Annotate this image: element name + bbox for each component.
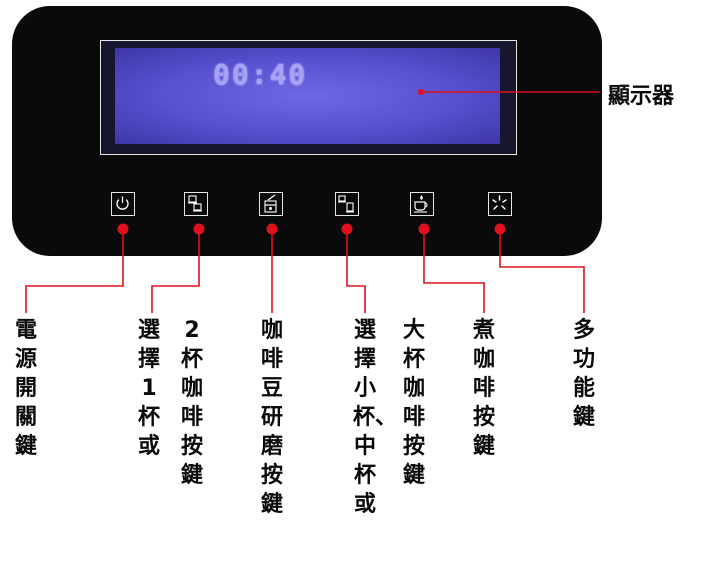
- power-button[interactable]: [111, 192, 135, 216]
- select-cups-button[interactable]: [184, 192, 208, 216]
- cup-size-label-line1: 選擇小杯、中杯或: [353, 318, 398, 517]
- cup-size-label-line2: 大杯咖啡按鍵: [402, 318, 425, 488]
- large-cup-button[interactable]: [410, 192, 434, 216]
- brew-key-label: 煮咖啡按鍵: [472, 318, 495, 459]
- grinder-icon: [264, 194, 277, 213]
- large-cup-icon: [414, 195, 428, 213]
- multifunction-icon: [492, 195, 507, 210]
- select-cups-label-line1: 選擇1杯或: [137, 318, 160, 459]
- cup-size-small-medium-button[interactable]: [335, 192, 359, 216]
- display-time: 00:40: [213, 58, 308, 91]
- power-icon: [116, 196, 129, 210]
- lcd-screen: [115, 48, 500, 144]
- display-label: 顯示器: [608, 84, 675, 109]
- multifunction-button[interactable]: [488, 192, 512, 216]
- select-cups-label-line2: 2杯咖啡按鍵: [180, 318, 203, 488]
- two-cups-icon: [188, 195, 202, 212]
- grind-button[interactable]: [259, 192, 283, 216]
- small-medium-cup-icon: [338, 195, 354, 213]
- power-key-label: 電源開關鍵: [14, 318, 37, 459]
- grind-key-label: 咖啡豆研磨按鍵: [260, 318, 283, 517]
- multifunction-key-label: 多功能鍵: [572, 318, 595, 430]
